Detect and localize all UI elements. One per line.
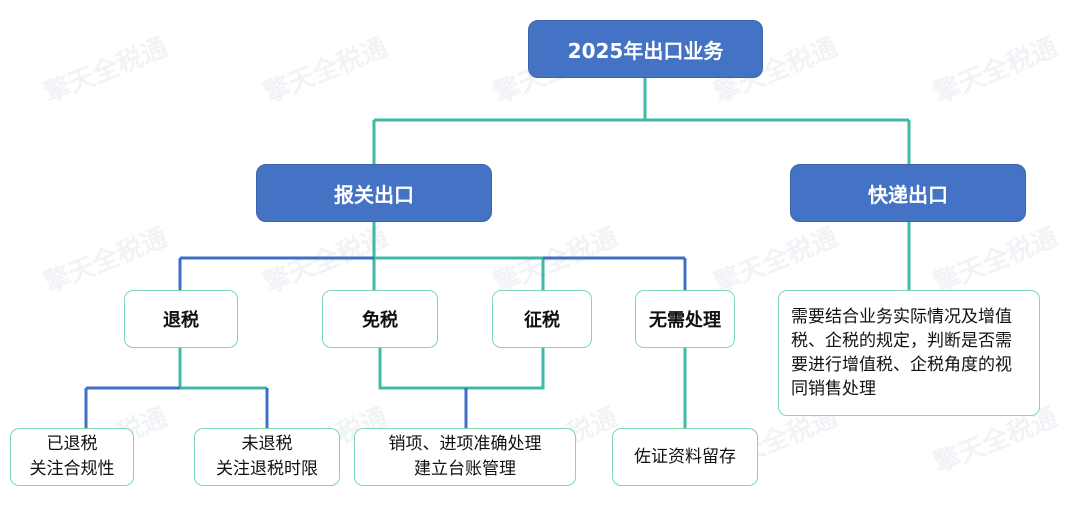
express-export-node: 快递出口: [790, 164, 1026, 222]
root-connector: [372, 78, 911, 164]
refunded-leaf: 已退税 关注合规性: [10, 428, 134, 486]
customs-connector-teal: [372, 222, 545, 290]
evidence-retention-leaf: 佐证资料留存: [612, 428, 758, 486]
levy-node: 征税: [492, 290, 592, 348]
refund-connector-teal: [178, 348, 267, 390]
refund-connector-blue: [84, 386, 269, 428]
express-note: 需要结合业务实际情况及增值税、企税的规定，判断是否需要进行增值税、企税角度的视同…: [778, 290, 1040, 416]
exempt-node: 免税: [322, 290, 438, 348]
root-node: 2025年出口业务: [528, 20, 763, 78]
no-action-node: 无需处理: [635, 290, 735, 348]
not-refunded-leaf: 未退税 关注退税时限: [194, 428, 340, 486]
refund-node: 退税: [124, 290, 238, 348]
exempt-levy-connector-teal: [378, 348, 545, 390]
customs-export-node: 报关出口: [256, 164, 492, 222]
customs-connector-blue: [178, 256, 687, 290]
exempt-levy-leaf: 销项、进项准确处理 建立台账管理: [354, 428, 576, 486]
